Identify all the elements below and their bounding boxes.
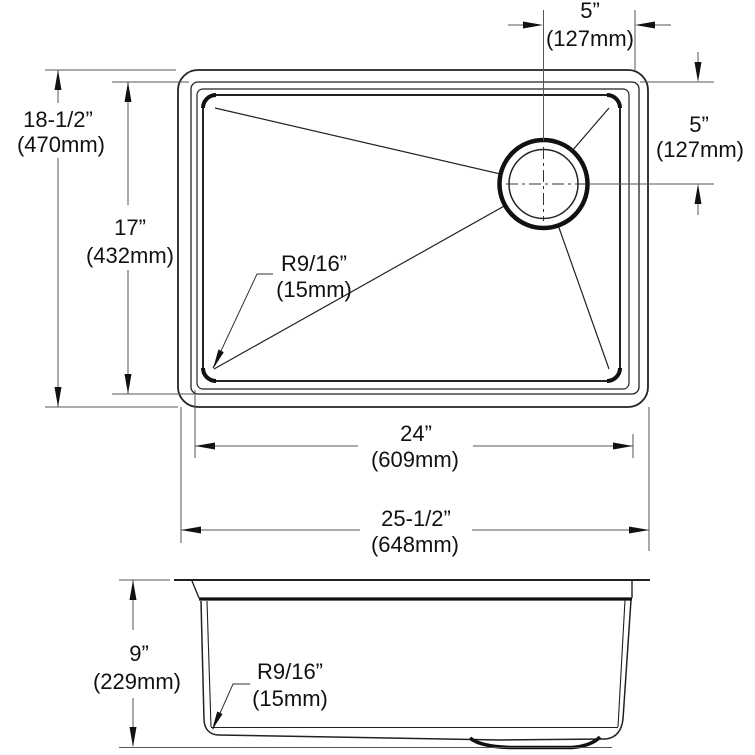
- arrowhead-down: [694, 62, 702, 82]
- dim-drain-offset-horizontal: 5” (127mm): [508, 0, 671, 51]
- arrowhead-left: [195, 442, 215, 450]
- arrowhead-right: [629, 526, 649, 534]
- leader-line: [212, 683, 250, 730]
- arrowhead-right: [613, 442, 633, 450]
- dim-bowl-width-metric: (609mm): [371, 447, 459, 472]
- corner-radius-arc-top-right: [606, 93, 622, 109]
- extension-lines: [45, 10, 714, 551]
- rim-inner-edge: [190, 81, 640, 395]
- dim-drain-offset-h-metric: (127mm): [546, 26, 634, 51]
- dim-overall-width: 25-1/2” (648mm): [181, 506, 649, 557]
- dim-bowl-width: 24” (609mm): [195, 421, 633, 472]
- corner-radius-arc-top-left: [201, 93, 217, 109]
- dim-bowl-depth-metric: (432mm): [86, 243, 174, 268]
- leader-arrowhead: [212, 711, 223, 730]
- bottom-corner-radius-imperial: R9/16”: [257, 659, 323, 684]
- dim-bowl-width-imperial: 24”: [400, 421, 432, 446]
- callout-bottom-corner-radius: R9/16” (15mm): [212, 659, 328, 730]
- arrowhead-up: [129, 580, 137, 600]
- dim-drain-offset-v-imperial: 5”: [689, 112, 709, 137]
- dim-drain-offset-h-imperial: 5”: [580, 0, 600, 23]
- leader-line: [212, 273, 273, 369]
- slope-line-bottom-left: [213, 183, 544, 370]
- arrowhead-down: [54, 387, 62, 407]
- dim-overall-width-metric: (648mm): [371, 532, 459, 557]
- arrowhead-up: [124, 82, 132, 102]
- arrowhead-right: [523, 21, 543, 29]
- dim-drain-offset-vertical: 5” (127mm): [656, 52, 744, 215]
- slope-line-top-left: [214, 107, 544, 185]
- dim-bowl-height-metric: (229mm): [93, 669, 181, 694]
- corner-radius-imperial: R9/16”: [281, 251, 347, 276]
- arrowhead-down: [129, 727, 137, 747]
- bowl-bottom-edge: [202, 94, 621, 382]
- bottom-corner-radius-metric: (15mm): [252, 686, 328, 711]
- dim-overall-depth-metric: (470mm): [17, 132, 105, 157]
- corner-radius-arc-bottom-left: [201, 367, 217, 383]
- arrowhead-up: [694, 184, 702, 204]
- dim-bowl-height: 9” (229mm): [93, 580, 181, 747]
- bowl-wall-right-inner: [617, 599, 626, 728]
- arrowhead-down: [124, 374, 132, 394]
- dim-bowl-front-to-back: 17” (432mm): [86, 82, 174, 394]
- dim-bowl-height-imperial: 9”: [129, 641, 149, 666]
- corner-radius-metric: (15mm): [276, 277, 352, 302]
- dim-overall-depth-imperial: 18-1/2”: [23, 107, 93, 132]
- bowl-opening-edge: [196, 88, 630, 390]
- arrowhead-up: [54, 70, 62, 90]
- top-view: 18-1/2” (470mm) 17” (432mm) 5” (127mm): [17, 0, 744, 557]
- dim-overall-width-imperial: 25-1/2”: [381, 506, 451, 531]
- outer-sink-edge: [177, 69, 649, 408]
- dim-drain-offset-v-metric: (127mm): [656, 137, 744, 162]
- leader-arrowhead: [213, 349, 224, 369]
- arrowhead-left: [181, 526, 201, 534]
- arrowhead-left: [635, 21, 655, 29]
- side-view: 9” (229mm) R9/16” (15mm): [93, 579, 650, 750]
- bowl-wall-left-inner: [206, 600, 212, 728]
- rim-left-edge: [191, 580, 200, 599]
- callout-corner-radius: R9/16” (15mm): [212, 251, 352, 369]
- dim-bowl-depth-imperial: 17”: [114, 215, 146, 240]
- dim-overall-depth: 18-1/2” (470mm): [17, 70, 105, 407]
- bowl-wall-right-outer: [605, 599, 632, 740]
- bowl-wall-left-outer: [200, 600, 219, 736]
- bowl-bottom-outer-line: [217, 734, 607, 741]
- corner-radius-arc-bottom-right: [606, 367, 622, 383]
